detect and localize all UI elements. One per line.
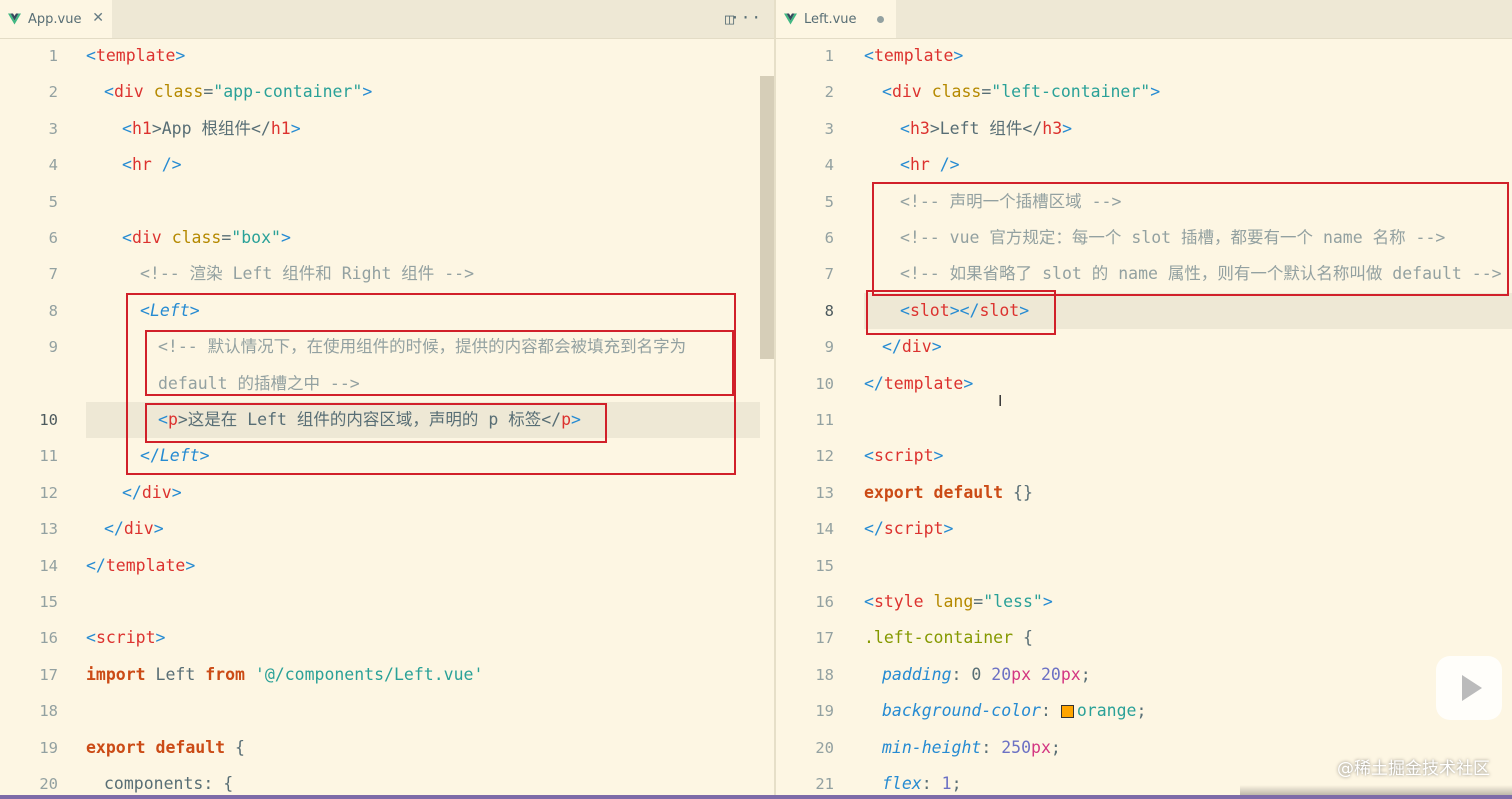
editor-pane-left-vue: Left.vue 1<template> 2<div class="left-c… [776, 0, 1512, 799]
pane-divider[interactable] [774, 0, 776, 799]
code-line-active: 8<slot></slot> [824, 300, 1030, 320]
code-line: 12<script> [815, 446, 944, 466]
code-line-active: 10<p>这是在 Left 组件的内容区域，声明的 p 标签</p> [39, 410, 581, 429]
code-editor[interactable]: 1<template> 2<div class="app-container">… [0, 38, 774, 799]
code-line: 7<!-- 渲染 Left 组件和 Right 组件 --> [48, 264, 475, 284]
annotation-box-comments [872, 182, 1509, 296]
code-line: 9</div> [824, 337, 942, 357]
code-line: 16<style lang="less"> [815, 592, 1053, 611]
code-line: 17.left-container { [815, 628, 1033, 648]
scrollbar-thumb[interactable] [760, 76, 774, 359]
editor-pane-app-vue: App.vue ✕ ◫ ··· 1<template> 2<div class=… [0, 0, 774, 799]
code-line: 1<template> [48, 46, 186, 65]
code-line: 4<hr /> [824, 155, 960, 175]
tab-left-vue[interactable]: Left.vue [776, 0, 896, 38]
color-swatch-icon[interactable] [1060, 705, 1074, 719]
current-line-highlight [86, 402, 760, 439]
tab-bar: App.vue ✕ ◫ ··· [0, 0, 774, 39]
split-editor-icon[interactable]: ◫ [724, 10, 734, 28]
annotation-box-p-tag [145, 403, 607, 443]
code-line: 4<hr /> [48, 155, 182, 175]
play-button-icon[interactable] [1436, 656, 1502, 720]
code-editor[interactable]: 1<template> 2<div class="left-container"… [776, 38, 1512, 799]
bottom-strip [0, 795, 1512, 799]
code-line: 16<script> [39, 628, 166, 648]
annotation-box-slot [866, 290, 1056, 335]
code-line: 11</Left> [39, 446, 210, 466]
code-line: 6<!-- vue 官方规定：每一个 slot 插槽，都要有一个 name 名称… [824, 228, 1446, 247]
code-line: 9<!-- 默认情况下，在使用组件的时候，提供的内容都会被填充到名字为 [48, 337, 687, 357]
code-line: 5 [48, 192, 58, 211]
code-line: 15 [39, 593, 58, 611]
code-line-wrapped: default 的插槽之中 --> [158, 373, 360, 393]
tab-label: App.vue [28, 11, 82, 27]
tab-app-vue[interactable]: App.vue ✕ [0, 0, 112, 38]
code-line: 10</template> [815, 373, 974, 393]
code-line: 5<!-- 声明一个插槽区域 --> [824, 191, 1122, 211]
annotation-box-left-component [126, 293, 736, 475]
code-line: 1<template> [824, 46, 964, 65]
tab-label: Left.vue [804, 11, 857, 27]
vertical-scrollbar[interactable] [760, 76, 774, 799]
code-line: 3<h3>Left 组件</h3> [824, 118, 1073, 138]
code-line: 2<div class="left-container"> [824, 82, 1161, 102]
current-line-highlight [864, 293, 1512, 330]
code-line: 14</script> [815, 519, 954, 539]
code-line: 15 [815, 556, 834, 575]
code-line: 8<Left> [48, 300, 200, 320]
vue-file-icon [8, 13, 21, 25]
code-line: 13</div> [39, 519, 164, 539]
code-line: 2<div class="app-container"> [48, 82, 373, 102]
code-line: 11 [815, 411, 834, 429]
unsaved-dot-icon[interactable] [877, 16, 884, 23]
more-actions-icon[interactable]: ··· [730, 8, 762, 27]
tab-bar: Left.vue [776, 0, 1512, 39]
bottom-overlay [1240, 785, 1512, 795]
code-line: 7<!-- 如果省略了 slot 的 name 属性，则有一个默认名称叫做 de… [824, 264, 1502, 284]
code-line: 3<h1>App 根组件</h1> [48, 118, 301, 138]
vue-file-icon [784, 13, 797, 25]
text-cursor-icon: I [998, 392, 1003, 410]
watermark: @稀土掘金技术社区 [1337, 759, 1490, 779]
code-line: 18 [39, 702, 58, 721]
code-line: 14</template> [39, 555, 196, 575]
annotation-box-comment [145, 330, 734, 396]
code-line: 12</div> [39, 482, 182, 502]
close-icon[interactable]: ✕ [92, 10, 104, 26]
code-line: 6<div class="box"> [48, 228, 291, 247]
